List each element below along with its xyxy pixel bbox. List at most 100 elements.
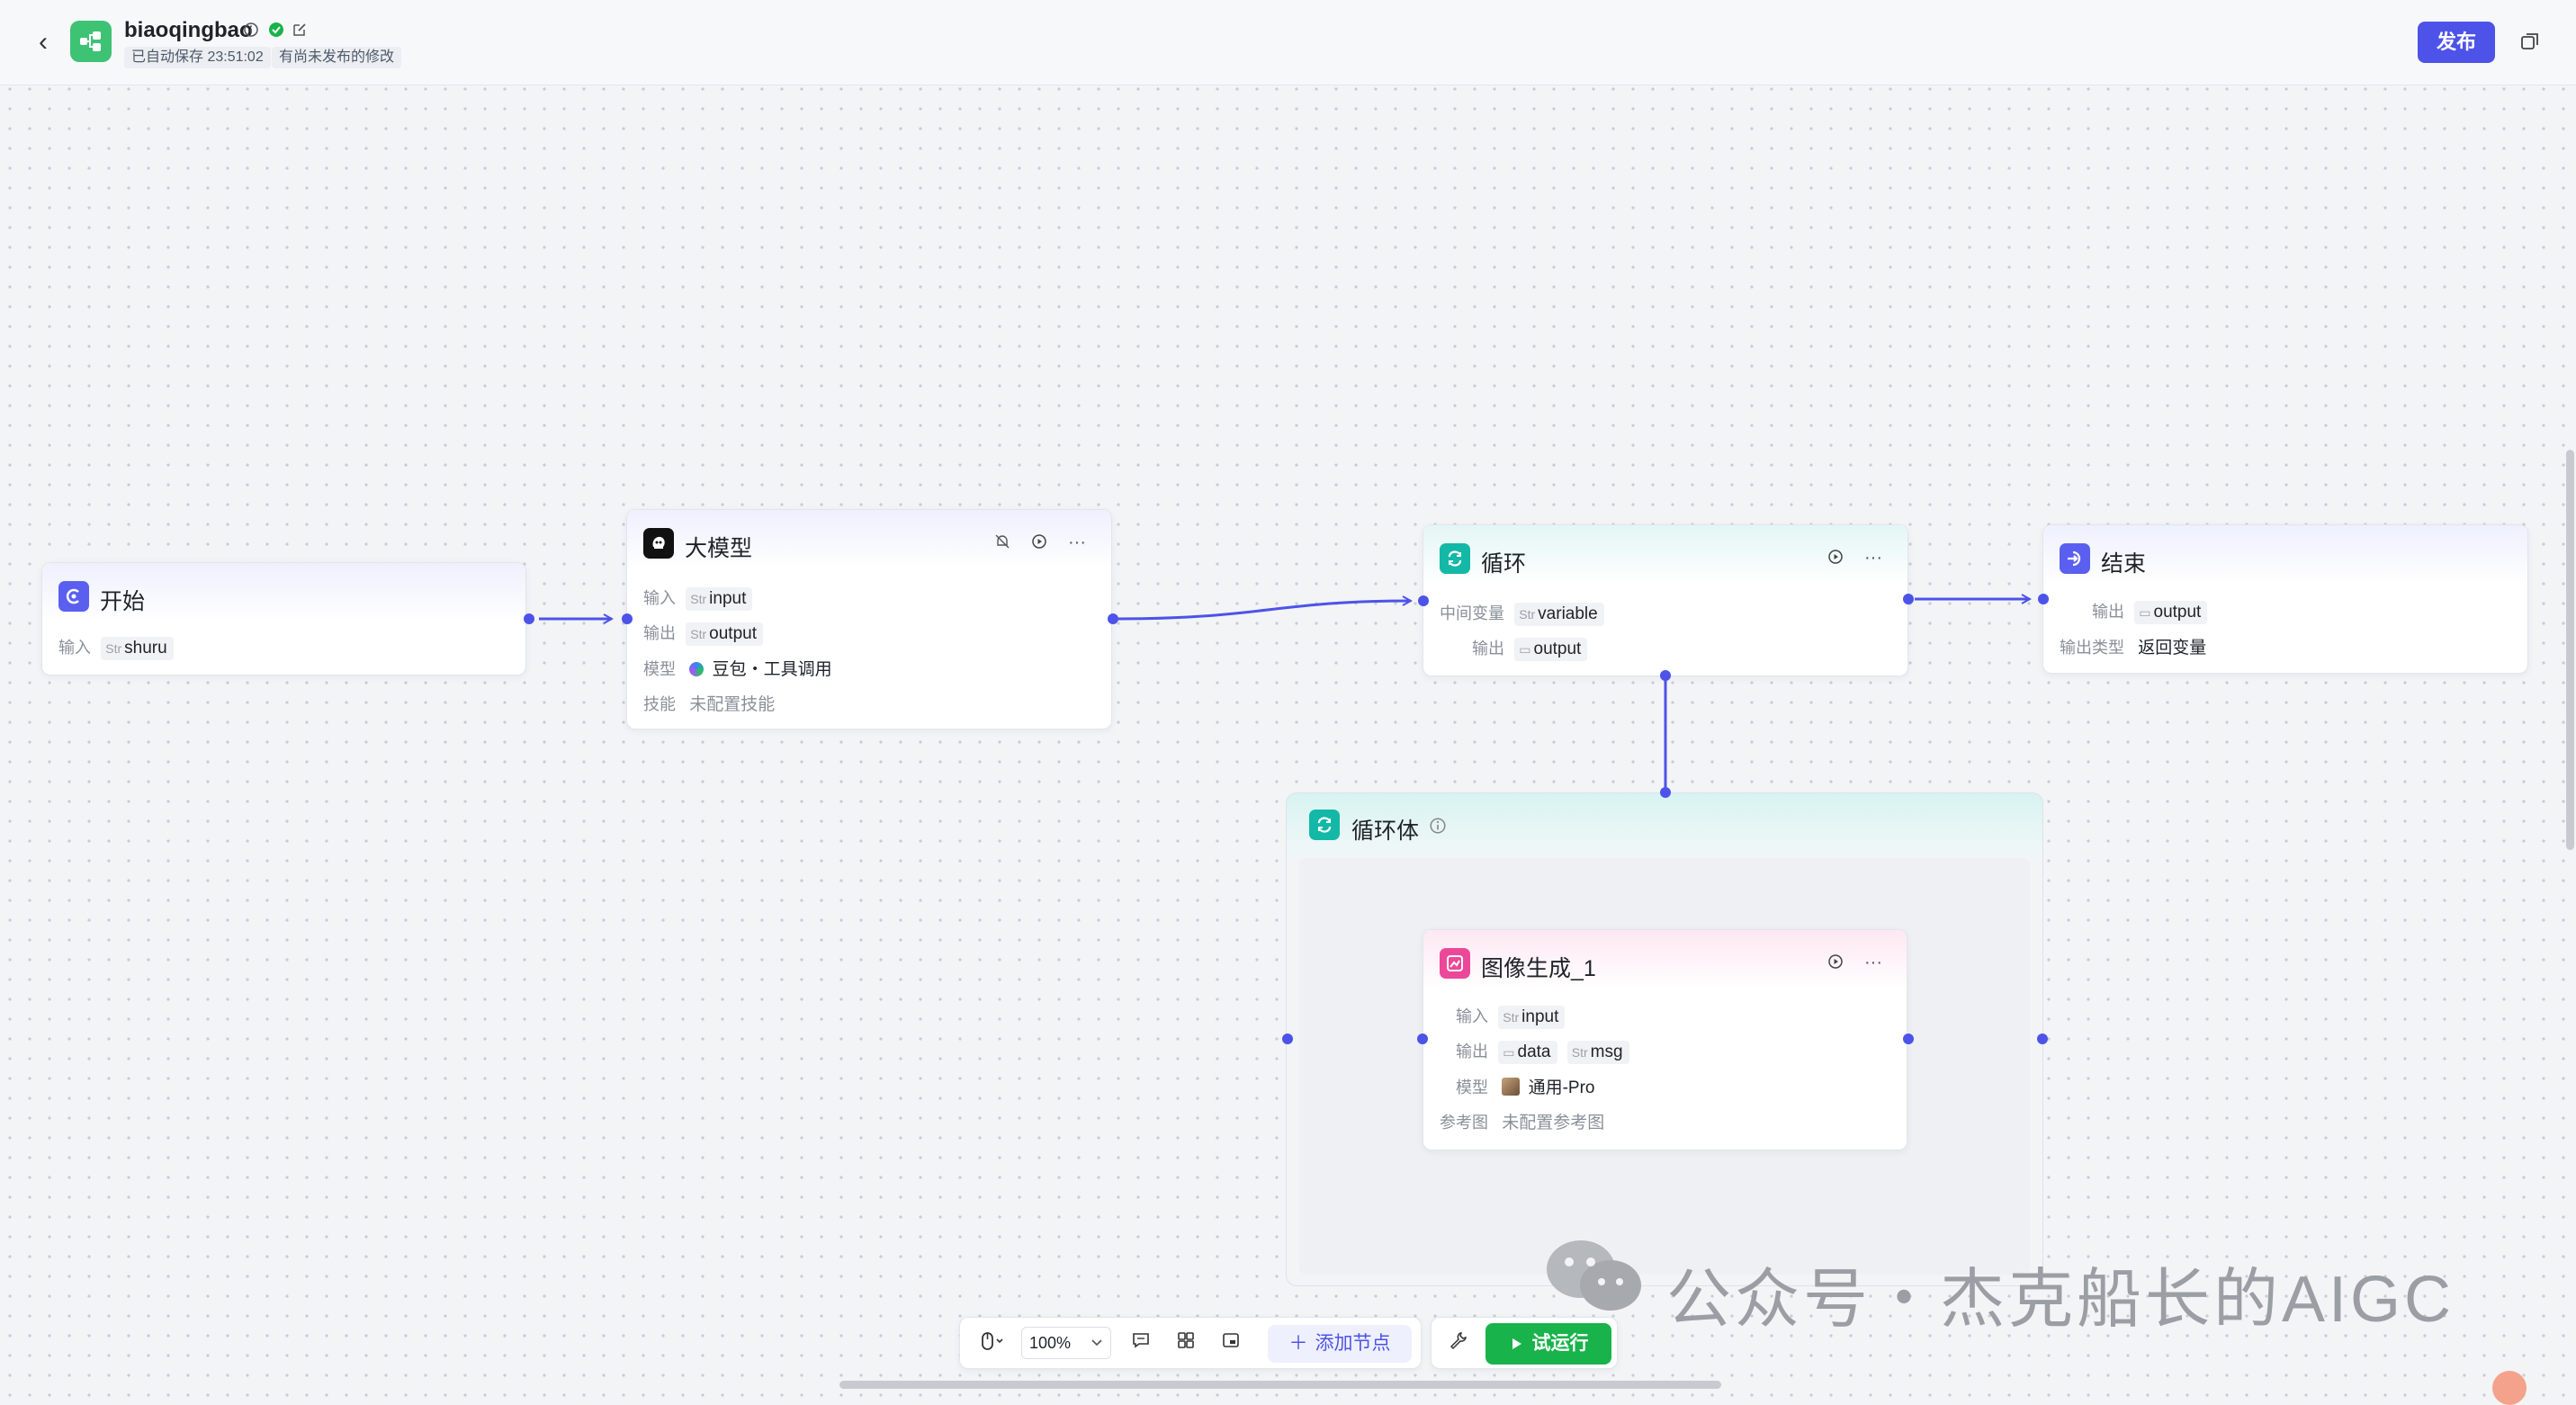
window-icon[interactable] <box>2519 31 2541 52</box>
model-label: 模型 <box>643 660 676 678</box>
start-output-port[interactable] <box>524 613 534 624</box>
info-icon[interactable] <box>1429 817 1447 835</box>
run-toolbar: 试运行 <box>1431 1317 1618 1369</box>
node-title: 开始 <box>100 589 146 614</box>
run-node-icon[interactable] <box>1825 549 1846 570</box>
auto-layout-icon[interactable] <box>1172 1330 1199 1357</box>
image-type-icon: ▭ <box>1519 642 1531 657</box>
unpublished-badge: 有尚未发布的修改 <box>272 47 402 68</box>
minimap-icon[interactable] <box>1217 1330 1244 1357</box>
image-gen-output-port[interactable] <box>1903 1034 1914 1044</box>
loop-body-top-port[interactable] <box>1660 787 1671 798</box>
output-type-value: 返回变量 <box>2138 639 2207 658</box>
model-value: 通用-Pro <box>1528 1078 1595 1097</box>
node-title: 结束 <box>2101 551 2147 577</box>
model-label: 模型 <box>1456 1078 1488 1096</box>
autosave-badge: 已自动保存 23:51:02 <box>124 47 271 68</box>
edit-icon[interactable] <box>292 22 308 38</box>
loop-body-start-port[interactable] <box>1282 1034 1293 1044</box>
check-circle-icon <box>269 22 283 37</box>
image-gen-icon <box>1440 948 1470 979</box>
more-icon[interactable]: ··· <box>1864 548 1882 568</box>
end-node[interactable]: 结束 输出 ▭output 输出类型 返回变量 <box>2042 524 2528 674</box>
model-value: 豆包・工具调用 <box>712 660 832 679</box>
llm-input-port[interactable] <box>622 613 633 624</box>
output-label: 输出 <box>2092 603 2124 621</box>
end-input-port[interactable] <box>2038 594 2049 604</box>
run-node-icon[interactable] <box>1825 953 1846 975</box>
loop-body-title: 循环体 <box>1351 819 1420 844</box>
test-run-button[interactable]: 试运行 <box>1485 1323 1611 1365</box>
node-title: 大模型 <box>685 536 753 561</box>
ref-image-value: 未配置参考图 <box>1502 1114 1605 1132</box>
output-label: 输出 <box>1472 640 1504 658</box>
loop-icon <box>1440 543 1470 574</box>
zoom-value: 100% <box>1029 1334 1072 1352</box>
node-title: 循环 <box>1481 551 1527 577</box>
image-gen-input-port[interactable] <box>1417 1034 1428 1044</box>
input-label: 输入 <box>1456 1007 1488 1025</box>
horizontal-scrollbar[interactable] <box>839 1381 1721 1389</box>
output-type-label: 输出类型 <box>2060 639 2124 657</box>
image-type-icon: ▭ <box>2139 605 2151 620</box>
publish-button[interactable]: 发布 <box>2418 22 2495 63</box>
play-icon <box>1512 1338 1521 1349</box>
edge-llm-loop <box>1117 601 1411 621</box>
mouse-mode-icon[interactable] <box>973 1330 1012 1357</box>
loop-input-port[interactable] <box>1418 595 1429 606</box>
output-chip-data: ▭data <box>1498 1041 1557 1064</box>
assistant-avatar[interactable] <box>2492 1371 2527 1405</box>
ref-image-label: 参考图 <box>1440 1114 1488 1132</box>
llm-icon <box>643 528 674 559</box>
skill-label: 技能 <box>643 695 676 713</box>
app-name: biaoqingbao <box>124 18 253 42</box>
output-chip: ▭output <box>2134 601 2208 624</box>
output-label: 输出 <box>1456 1043 1488 1060</box>
loop-body-port[interactable] <box>1660 670 1671 681</box>
mid-var-label: 中间变量 <box>1440 604 1504 622</box>
model-thumbnail-icon <box>1502 1078 1521 1096</box>
end-icon <box>2060 543 2090 574</box>
comment-icon[interactable] <box>1127 1330 1154 1357</box>
plus-icon: ＋ <box>1288 1333 1308 1354</box>
add-node-button[interactable]: ＋添加节点 <box>1268 1325 1412 1363</box>
info-icon[interactable] <box>243 22 259 38</box>
llm-output-port[interactable] <box>1108 613 1118 624</box>
skill-value: 未配置技能 <box>689 695 776 714</box>
loop-output-port[interactable] <box>1903 594 1914 604</box>
input-label: 输入 <box>58 639 91 657</box>
loop-body-icon <box>1309 810 1340 840</box>
output-label: 输出 <box>643 624 676 642</box>
input-label: 输入 <box>643 589 676 607</box>
watermark-text: 公众号・杰克船长的AIGC <box>1666 1264 2455 1336</box>
output-chip: ▭output <box>1514 638 1588 661</box>
bell-off-icon[interactable] <box>992 533 1013 555</box>
wrench-icon[interactable] <box>1444 1330 1471 1357</box>
zoom-select[interactable]: 100% <box>1021 1327 1111 1359</box>
chevron-down-icon <box>1091 1339 1102 1347</box>
image-type-icon: ▭ <box>1503 1045 1515 1060</box>
more-icon[interactable]: ··· <box>1068 532 1086 552</box>
wechat-icon <box>1547 1240 1641 1311</box>
canvas-toolbar: 100% ＋添加节点 <box>959 1317 1422 1369</box>
doubao-model-icon <box>689 662 705 676</box>
node-title: 图像生成_1 <box>1481 956 1596 981</box>
loop-body-end-port[interactable] <box>2037 1034 2048 1044</box>
vertical-scrollbar[interactable] <box>2566 450 2574 850</box>
start-icon <box>58 581 89 612</box>
top-bar: ‹ biaoqingbao 已自动保存 23:51:02 有尚未发布的修改 发布 <box>0 0 2576 85</box>
app-logo <box>70 21 112 62</box>
run-node-icon[interactable] <box>1028 533 1050 555</box>
back-icon[interactable]: ‹ <box>39 27 48 57</box>
more-icon[interactable]: ··· <box>1864 953 1882 972</box>
